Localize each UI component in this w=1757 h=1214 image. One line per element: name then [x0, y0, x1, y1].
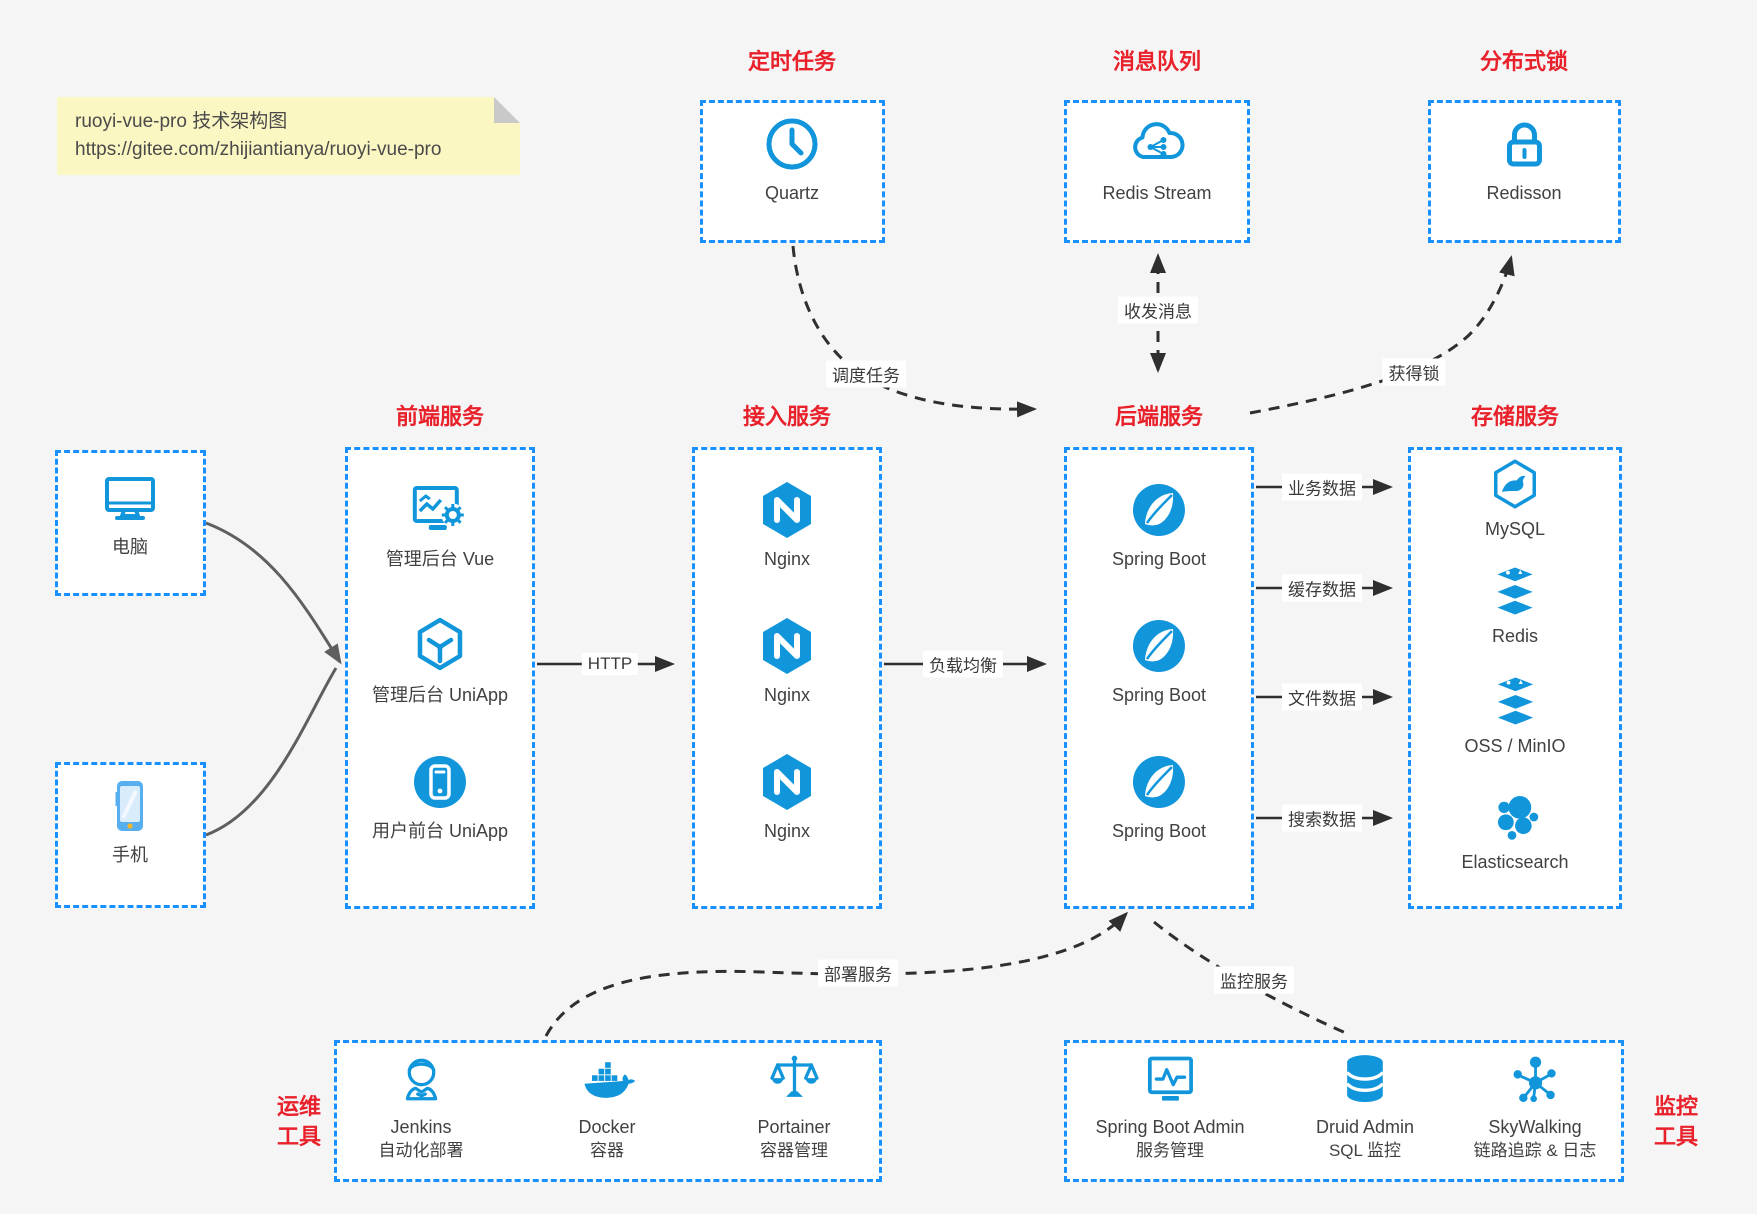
node-user-uniapp: 用户前台 UniApp [372, 750, 508, 843]
node-pc: 电脑 [98, 466, 162, 559]
node-quartz: Quartz [760, 112, 824, 205]
spring-leaf-icon [1127, 478, 1191, 542]
storage-box [1408, 447, 1622, 909]
spring-leaf-icon [1127, 614, 1191, 678]
mysql-dolphin-icon [1487, 456, 1543, 512]
title-gateway: 接入服务 [742, 404, 832, 429]
node-springboot-3: Spring Boot [1112, 750, 1206, 843]
edge-label-acquire-lock: 获得锁 [1382, 358, 1446, 386]
docker-whale-icon [577, 1050, 637, 1110]
nginx-icon [755, 750, 819, 814]
node-docker: Docker 容器 [577, 1050, 637, 1163]
note-url: https://gitee.com/zhijiantianya/ruoyi-vu… [75, 139, 442, 160]
node-redis: Redis [1487, 563, 1543, 648]
title-monitoring-tools: 监控 工具 [1653, 1094, 1698, 1149]
admin-console-icon [408, 478, 472, 542]
title-ops-tools: 运维 工具 [276, 1094, 321, 1149]
title-frontend: 前端服务 [395, 404, 485, 429]
edge-phone-to-frontend [205, 667, 338, 837]
padlock-icon [1492, 112, 1556, 176]
jenkins-butler-icon [391, 1050, 451, 1110]
monitor-pulse-icon [1140, 1050, 1200, 1110]
desktop-icon [98, 466, 162, 530]
clock-icon [760, 112, 824, 176]
edge-label-business-data: 业务数据 [1282, 473, 1362, 501]
lock-box [1428, 100, 1621, 243]
cloud-share-icon [1125, 112, 1189, 176]
node-mysql: MySQL [1485, 456, 1545, 541]
redis-stack-icon [1487, 673, 1543, 729]
backend-box [1064, 447, 1254, 909]
node-redisson: Redisson [1486, 112, 1562, 205]
title-scheduler: 定时任务 [747, 49, 837, 74]
node-jenkins: Jenkins 自动化部署 [379, 1050, 464, 1163]
mobile-app-icon [408, 750, 472, 814]
title-mq: 消息队列 [1112, 49, 1202, 74]
topology-icon [1505, 1050, 1565, 1110]
node-nginx-1: Nginx [755, 478, 819, 571]
frontend-box [345, 447, 535, 909]
cube-icon [408, 614, 472, 678]
edge-deploy-service [544, 911, 1129, 1037]
edge-label-search-data: 搜索数据 [1282, 804, 1362, 832]
node-elasticsearch: Elasticsearch [1461, 789, 1569, 874]
sticky-note: ruoyi-vue-pro 技术架构图 https://gitee.com/zh… [57, 97, 520, 175]
node-skywalking: SkyWalking 链路追踪 & 日志 [1474, 1050, 1596, 1163]
scheduler-box [700, 100, 885, 243]
node-admin-uniapp: 管理后台 UniApp [372, 614, 508, 707]
edge-acquire-lock [1249, 255, 1515, 415]
node-druid-admin: Druid Admin SQL 监控 [1316, 1050, 1414, 1163]
scales-icon [764, 1050, 824, 1110]
node-springboot-2: Spring Boot [1112, 614, 1206, 707]
database-icon [1335, 1050, 1395, 1110]
elasticsearch-cluster-icon [1487, 789, 1543, 845]
edge-label-schedule-task: 调度任务 [826, 360, 906, 388]
node-redis-stream: Redis Stream [1102, 112, 1212, 205]
nginx-icon [755, 478, 819, 542]
node-admin-vue: 管理后台 Vue [386, 478, 494, 571]
note-title: ruoyi-vue-pro 技术架构图 [75, 111, 288, 132]
smartphone-icon [98, 774, 162, 838]
title-backend: 后端服务 [1114, 404, 1204, 429]
edge-pc-to-frontend [205, 521, 342, 665]
edge-label-messages: 收发消息 [1118, 296, 1198, 324]
edge-label-load-balance: 负载均衡 [923, 650, 1003, 678]
edge-label-deploy-service: 部署服务 [818, 959, 898, 987]
edge-label-http: HTTP [581, 653, 639, 675]
node-oss-minio: OSS / MinIO [1464, 673, 1566, 758]
edge-label-file-data: 文件数据 [1282, 683, 1362, 711]
node-portainer: Portainer 容器管理 [757, 1050, 831, 1163]
pc-box [55, 450, 206, 596]
edge-label-cache-data: 缓存数据 [1282, 574, 1362, 602]
node-nginx-3: Nginx [755, 750, 819, 843]
title-storage: 存储服务 [1470, 404, 1560, 429]
edge-label-monitor-service: 监控服务 [1214, 966, 1294, 994]
nginx-icon [755, 614, 819, 678]
redis-stack-icon [1487, 563, 1543, 619]
spring-leaf-icon [1127, 750, 1191, 814]
node-nginx-2: Nginx [755, 614, 819, 707]
node-spring-boot-admin: Spring Boot Admin 服务管理 [1095, 1050, 1245, 1163]
title-lock: 分布式锁 [1479, 49, 1569, 74]
node-springboot-1: Spring Boot [1112, 478, 1206, 571]
node-phone: 手机 [98, 774, 162, 867]
